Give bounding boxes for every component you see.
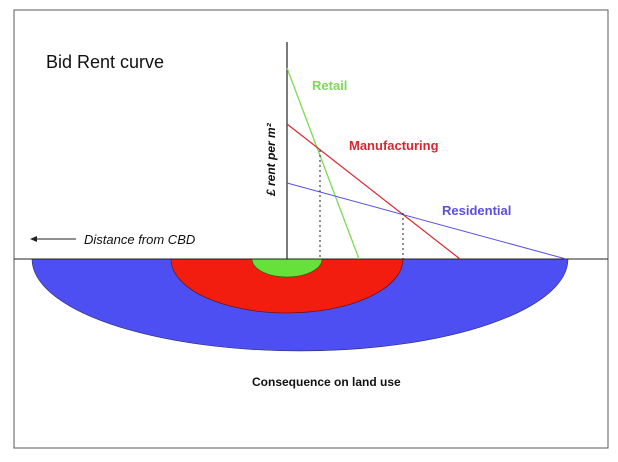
residential-curve: [286, 182, 567, 260]
retail-zone: [251, 258, 323, 278]
x-axis-label: Distance from CBD: [84, 232, 195, 247]
retail-curve: [286, 67, 360, 260]
land-use-caption: Consequence on land use: [252, 375, 401, 389]
manufacturing-curve: [286, 123, 461, 260]
diagram-border: [13, 9, 609, 449]
y-axis-label: £ rent per m²: [264, 122, 278, 197]
residential-label: Residential: [442, 203, 511, 218]
manufacturing-label: Manufacturing: [349, 138, 439, 153]
manufacturing-zone: [170, 258, 404, 314]
retail-label: Retail: [312, 78, 347, 93]
distance-arrowhead-icon: [30, 236, 37, 242]
diagram-title: Bid Rent curve: [46, 52, 164, 72]
